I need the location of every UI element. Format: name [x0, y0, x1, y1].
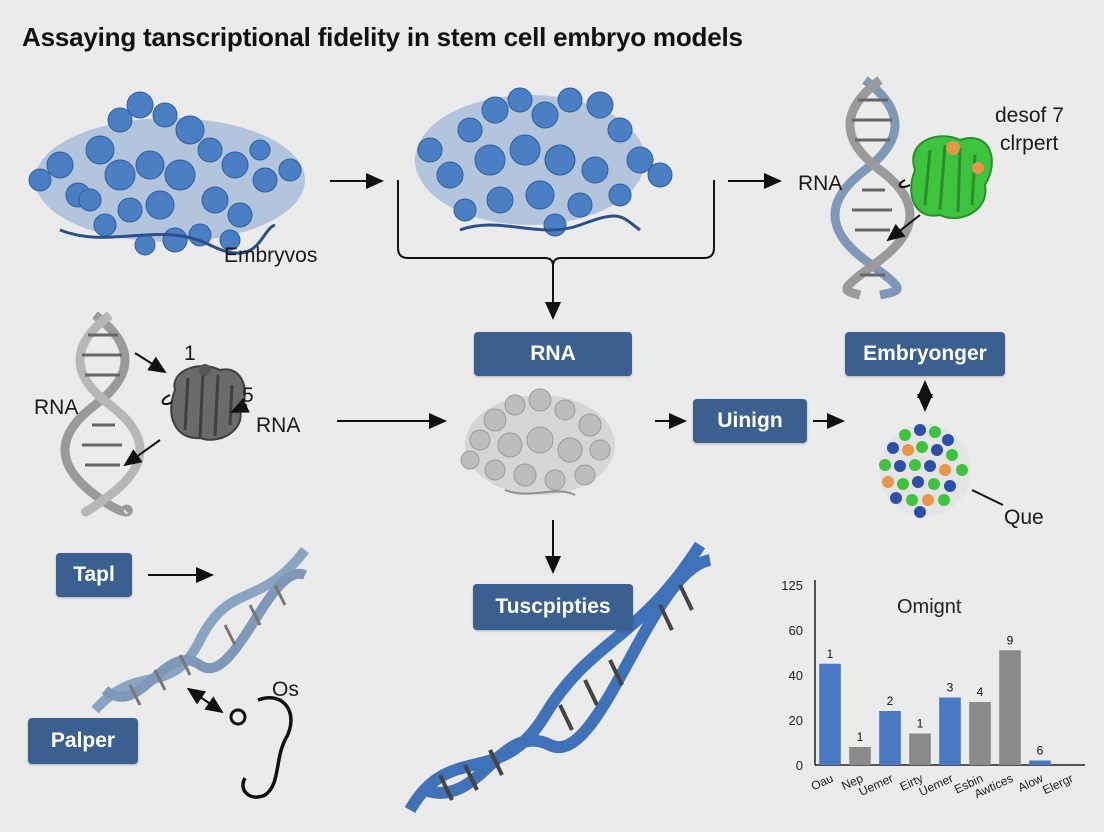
chart-bar	[819, 664, 841, 765]
chart-x-tick-label: Elergr	[1040, 771, 1075, 797]
chart-bar	[909, 734, 931, 766]
chart-data-label: 2	[887, 694, 894, 708]
chart-bar	[849, 747, 871, 765]
chart-data-label: 1	[917, 717, 924, 731]
chart-data-label: 9	[1007, 633, 1014, 647]
chart-data-label: 1	[857, 730, 864, 744]
chart-data-label: 1	[827, 647, 834, 661]
chart-data-label: 6	[1037, 744, 1044, 758]
chart-y-tick-label: 40	[789, 668, 803, 683]
chart-y-tick-label: 125	[781, 578, 803, 593]
chart-x-tick-label: Alow	[1016, 771, 1046, 795]
chart-x-tick-label: Uemer	[917, 771, 956, 799]
chart-bar	[1029, 761, 1051, 766]
chart-data-label: 3	[947, 681, 954, 695]
chart-x-tick-label: Uemer	[857, 771, 896, 799]
chart-x-tick-label: Oau	[809, 771, 835, 793]
chart-bar	[939, 698, 961, 766]
chart-bar	[969, 702, 991, 765]
chart-bar	[999, 650, 1021, 765]
chart-data-label: 4	[977, 685, 984, 699]
chart-y-tick-label: 60	[789, 623, 803, 638]
chart-y-tick-label: 0	[796, 758, 803, 773]
chart-y-tick-label: 20	[789, 713, 803, 728]
chart-bar	[879, 711, 901, 765]
